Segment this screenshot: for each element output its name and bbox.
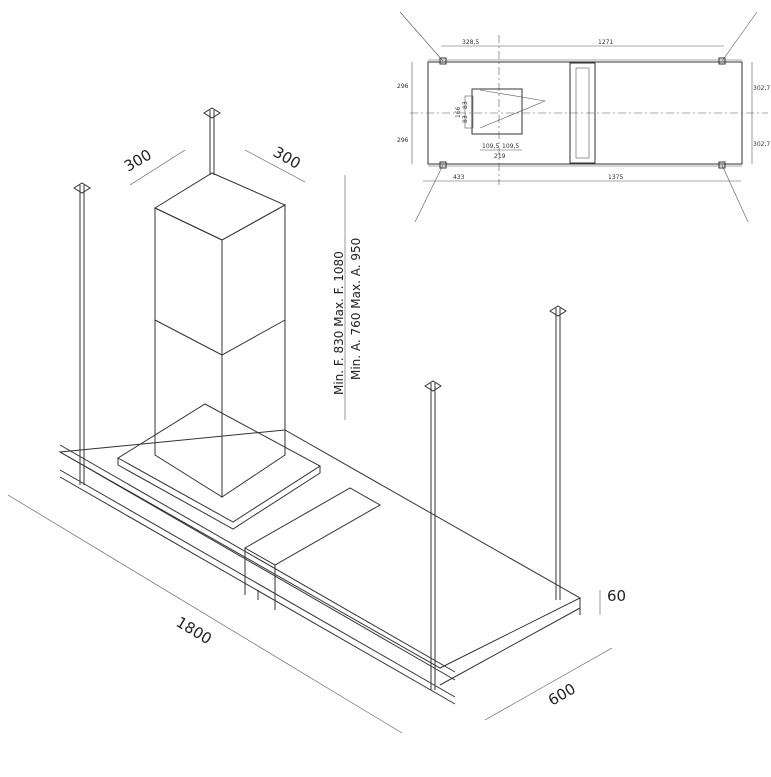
plan-dim-motor-w1: 109,5 [482, 143, 499, 150]
front-rail-top [59, 444, 456, 673]
width-label: 600 [545, 680, 579, 710]
chimney-left-face [154, 207, 223, 498]
chimney-depth-label: 300 [270, 143, 304, 173]
chimney-top [153, 172, 287, 241]
plan-dim-motor-h2: 83 [462, 115, 469, 123]
motor-outline [471, 88, 523, 135]
length-label: 1800 [173, 613, 215, 648]
plan-dim-top-right: 1271 [598, 39, 613, 46]
plan-dim-top-left: 328,5 [462, 39, 479, 46]
front-rail-bottom [59, 469, 456, 698]
plan-dim-bottom-left: 433 [453, 174, 465, 181]
filter-slot [243, 487, 382, 566]
plan-dim-right-lower: 302,7 [753, 141, 770, 148]
plan-dim-motor-h1: 83 [462, 101, 469, 109]
length-dimension-line [7, 494, 403, 734]
suspension-rods [73, 107, 567, 690]
width-dimension-line [484, 647, 613, 721]
plan-dim-bottom-right: 1375 [608, 174, 623, 181]
plan-dim-motor-width: 219 [494, 153, 506, 160]
chimney-right-face [221, 204, 286, 498]
height-f-label: Min. F. 830 Max. F. 1080 [332, 251, 346, 395]
plan-dim-left-lower: 296 [397, 137, 409, 144]
plan-view: 328,5 1271 296 296 302,7 302,7 166 83 83… [397, 11, 770, 223]
plan-dim-left-upper: 296 [397, 83, 409, 90]
plan-dim-right-upper: 302,7 [753, 85, 770, 92]
isometric-view: 1800 600 60 300 300 Min. F. 830 Max. F. … [7, 107, 626, 734]
plan-dim-motor-height: 166 [455, 106, 462, 118]
thickness-label: 60 [607, 587, 626, 605]
chimney-base-plate [117, 403, 321, 523]
plan-dim-motor-w2: 109,5 [502, 143, 519, 150]
chimney-width-label: 300 [121, 146, 155, 176]
height-a-label: Min. A. 760 Max. A. 950 [349, 238, 363, 380]
